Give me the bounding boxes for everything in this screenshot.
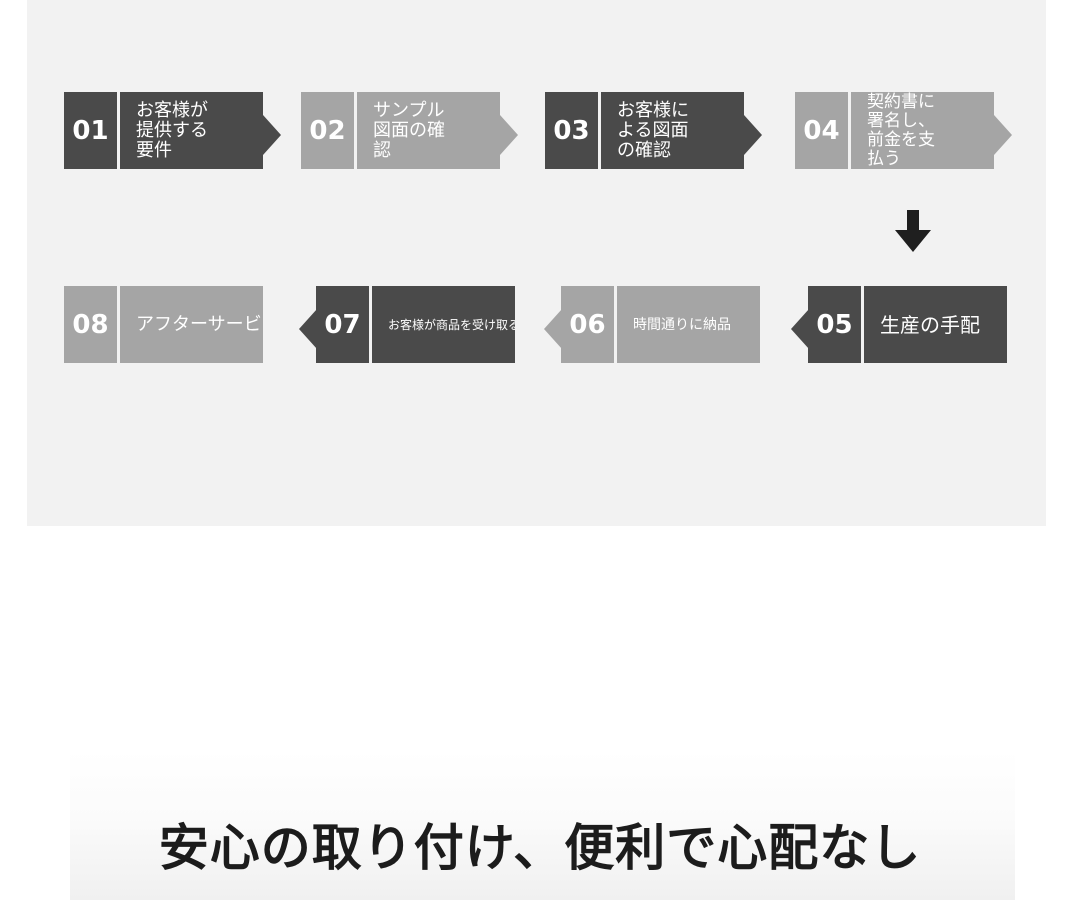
step-04: 04 契約書に 署名し、 前金を支 払う [795,92,1025,170]
step-number: 02 [301,92,354,169]
step-number: 07 [316,286,369,363]
step-label: 時間通りに納品 [633,316,731,333]
step-number: 04 [795,92,848,169]
step-label: 契約書に 署名し、 前金を支 払う [867,92,935,169]
step-number: 05 [808,286,861,363]
down-arrow-icon [895,210,931,252]
step-label: 生産の手配 [880,312,980,337]
step-03: 03 お客様に よる図面 の確認 [545,92,775,170]
step-label: お客様が 提供する 要件 [136,99,208,161]
step-07: 07 お客様が商品を受け取る [299,286,529,364]
step-label: お客様が商品を受け取る [388,317,515,332]
step-arrow-icon [544,309,562,349]
step-arrow-icon [994,115,1012,155]
step-number: 06 [561,286,614,363]
step-arrow-icon [299,309,317,349]
step-label: お客様に よる図面 の確認 [617,99,689,161]
headline-backdrop [70,750,1015,900]
step-body: サンプル 図面の確 認 [357,92,500,169]
step-body: お客様が 提供する 要件 [120,92,263,169]
step-body: 契約書に 署名し、 前金を支 払う [851,92,994,169]
process-panel [27,0,1046,526]
step-arrow-icon [791,309,809,349]
step-number: 03 [545,92,598,169]
step-body: お客様が商品を受け取る [372,286,515,363]
step-body: 生産の手配 [864,286,1007,363]
step-number: 01 [64,92,117,169]
step-label: アフターサービ [136,313,262,335]
step-08: 08 アフターサービ [47,286,277,364]
step-arrow-icon [744,115,762,155]
step-06: 06 時間通りに納品 [544,286,774,364]
step-02: 02 サンプル 図面の確 認 [301,92,531,170]
step-arrow-icon [263,115,281,155]
step-01: 01 お客様が 提供する 要件 [64,92,294,170]
step-label: サンプル 図面の確 認 [373,99,445,161]
step-05: 05 生産の手配 [791,286,1021,364]
step-body: アフターサービ [120,286,263,363]
step-body: お客様に よる図面 の確認 [601,92,744,169]
step-number: 08 [64,286,117,363]
step-body: 時間通りに納品 [617,286,760,363]
headline: 安心の取り付け、便利で心配なし [158,819,922,877]
step-arrow-icon [500,115,518,155]
